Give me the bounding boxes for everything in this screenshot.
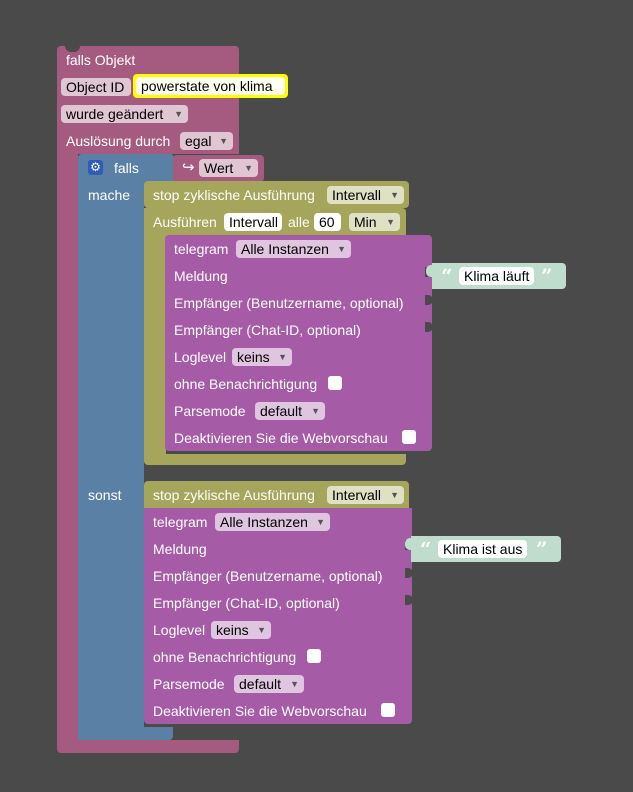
dropdown-arrow-icon: ▼ <box>390 490 399 500</box>
disable-preview-checkbox[interactable] <box>402 430 416 444</box>
text-block-plug <box>426 265 434 277</box>
run-interval-block-footer <box>144 454 406 465</box>
quote-close-icon: ” <box>541 264 553 288</box>
quote-open-icon: “ <box>420 537 432 561</box>
disable-preview-label: Deaktivieren Sie die Webvorschau <box>153 703 367 719</box>
input-socket <box>425 295 433 305</box>
loglevel-label: Loglevel <box>153 622 206 638</box>
parsemode-dropdown[interactable]: default ▼ <box>234 675 304 693</box>
telegram-label: telegram <box>174 241 229 257</box>
loglevel-value: keins <box>237 349 270 365</box>
quote-open-icon: “ <box>441 264 453 288</box>
interval-value: 60 <box>319 214 335 230</box>
dropdown-arrow-icon: ▼ <box>174 109 183 119</box>
change-type-value: wurde geändert <box>66 106 164 122</box>
condition-dropdown[interactable]: Wert ▼ <box>199 159 258 177</box>
change-type-dropdown[interactable]: wurde geändert ▼ <box>61 105 188 123</box>
message-text: Klima ist aus <box>443 541 523 557</box>
telegram-instance-dropdown[interactable]: Alle Instanzen ▼ <box>215 513 330 531</box>
stop-interval-var-dropdown[interactable]: Intervall ▼ <box>327 486 404 504</box>
dropdown-arrow-icon: ▼ <box>316 517 325 527</box>
object-id-value: powerstate von klima <box>141 78 273 94</box>
input-socket <box>425 322 433 332</box>
parsemode-label: Parsemode <box>153 676 225 692</box>
stop-interval-var: Intervall <box>332 487 382 503</box>
on-object-change-block-spine <box>57 150 78 742</box>
run-interval-block-spine <box>144 234 166 456</box>
run-label: Ausführen <box>153 214 217 230</box>
stop-interval-label: stop zyklische Ausführung <box>153 487 315 503</box>
if-else-block-spine <box>78 180 144 740</box>
quote-close-icon: ” <box>536 537 548 561</box>
recipient-user-label: Empfänger (Benutzername, optional) <box>153 568 383 584</box>
stop-interval-var-dropdown[interactable]: Intervall ▼ <box>327 186 404 204</box>
unit-value: Min <box>354 214 377 230</box>
run-var: Intervall <box>229 214 279 230</box>
falls-objekt-label: falls Objekt <box>66 52 136 68</box>
recipient-chat-label: Empfänger (Chat-ID, optional) <box>174 322 361 338</box>
interval-input[interactable]: 60 <box>314 213 341 231</box>
then-label: mache <box>88 187 131 203</box>
object-id-label-text: Object ID <box>66 79 125 95</box>
dropdown-arrow-icon: ▼ <box>311 406 320 416</box>
dropdown-arrow-icon: ▼ <box>219 136 228 146</box>
else-label: sonst <box>88 487 122 503</box>
stop-interval-label: stop zyklische Ausführung <box>153 187 315 203</box>
telegram-instance: Alle Instanzen <box>241 241 329 257</box>
telegram-instance-dropdown[interactable]: Alle Instanzen ▼ <box>236 240 351 258</box>
dropdown-arrow-icon: ▼ <box>257 625 266 635</box>
dropdown-arrow-icon: ▼ <box>386 217 395 227</box>
recipient-chat-label: Empfänger (Chat-ID, optional) <box>153 595 340 611</box>
dropdown-arrow-icon: ▼ <box>290 679 299 689</box>
message-text-field[interactable]: Klima ist aus <box>438 540 528 558</box>
if-label: falls <box>114 160 139 176</box>
stop-interval-var: Intervall <box>332 187 382 203</box>
silent-checkbox[interactable] <box>328 376 342 390</box>
object-id-input[interactable]: powerstate von klima <box>136 77 285 95</box>
telegram-instance: Alle Instanzen <box>220 514 308 530</box>
loglevel-dropdown[interactable]: keins ▼ <box>211 621 271 639</box>
every-label: alle <box>288 214 310 230</box>
parsemode-dropdown[interactable]: default ▼ <box>255 402 325 420</box>
disable-preview-checkbox[interactable] <box>381 703 395 717</box>
gear-icon[interactable]: ⚙ <box>88 160 103 175</box>
dropdown-arrow-icon: ▼ <box>244 163 253 173</box>
parsemode-label: Parsemode <box>174 403 246 419</box>
message-text-field[interactable]: Klima läuft <box>459 267 535 285</box>
run-var-field[interactable]: Intervall <box>224 213 282 231</box>
loglevel-dropdown[interactable]: keins ▼ <box>232 348 292 366</box>
trigger-value: egal <box>185 133 212 149</box>
silent-checkbox[interactable] <box>307 649 321 663</box>
parsemode-value: default <box>239 676 282 692</box>
if-else-block-footer <box>78 727 173 740</box>
dropdown-arrow-icon: ▼ <box>278 352 287 362</box>
telegram-label: telegram <box>153 514 208 530</box>
dropdown-arrow-icon: ▼ <box>337 244 346 254</box>
recipient-user-label: Empfänger (Benutzername, optional) <box>174 295 404 311</box>
text-block-plug <box>405 538 413 550</box>
message-text: Klima läuft <box>464 268 530 284</box>
unit-dropdown[interactable]: Min ▼ <box>349 213 400 231</box>
disable-preview-label: Deaktivieren Sie die Webvorschau <box>174 430 388 446</box>
dropdown-arrow-icon: ▼ <box>390 190 399 200</box>
loglevel-label: Loglevel <box>174 349 227 365</box>
input-socket <box>405 595 413 605</box>
trigger-dropdown[interactable]: egal ▼ <box>180 132 233 150</box>
input-socket <box>405 568 413 578</box>
block-notch <box>65 46 80 52</box>
on-object-change-block-footer <box>57 740 239 753</box>
return-arrow-icon: ↪ <box>182 159 195 176</box>
parsemode-value: default <box>260 403 303 419</box>
object-id-label: Object ID <box>61 78 131 96</box>
silent-label: ohne Benachrichtigung <box>153 649 297 665</box>
trigger-label: Auslösung durch <box>66 133 171 149</box>
condition-value: Wert <box>204 160 234 176</box>
silent-label: ohne Benachrichtigung <box>174 376 318 392</box>
loglevel-value: keins <box>216 622 249 638</box>
message-label: Meldung <box>153 541 207 557</box>
message-label: Meldung <box>174 268 228 284</box>
